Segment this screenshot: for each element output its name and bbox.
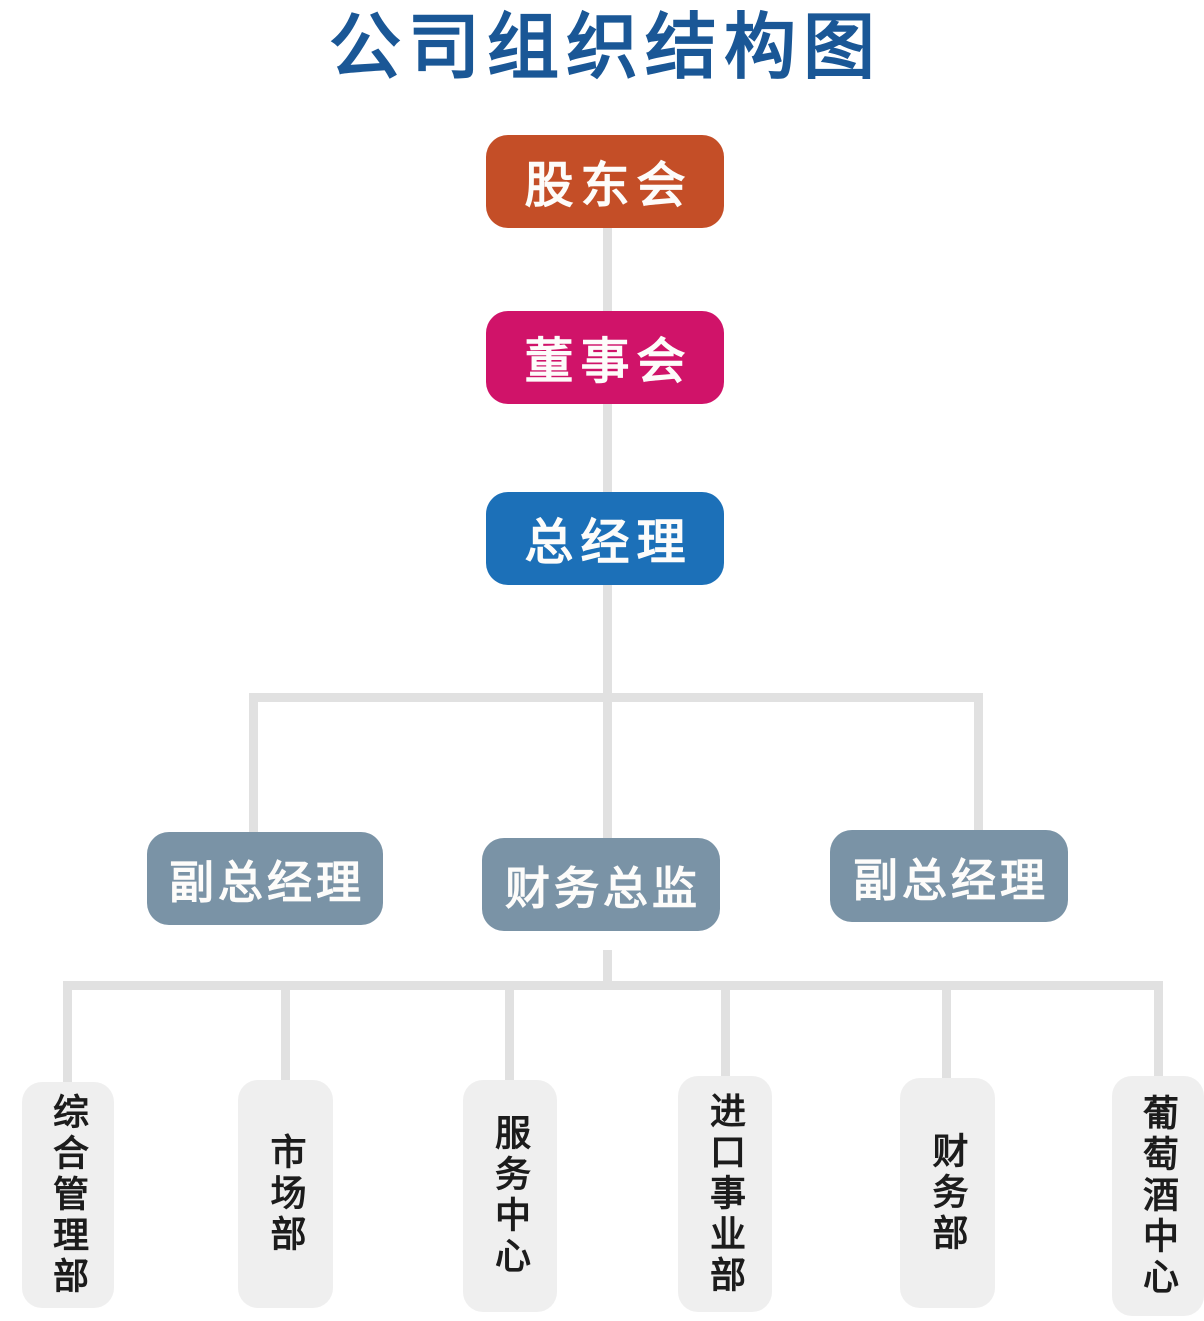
department-label: 综合管理部 (48, 1092, 89, 1298)
connector-level2-drop (281, 985, 290, 1085)
connector-level2-drop (505, 985, 514, 1085)
connector-level1-horizontal (249, 693, 983, 702)
node-department-wine-center: 葡萄酒中心 (1112, 1076, 1204, 1316)
department-label: 市场部 (265, 1132, 307, 1256)
department-label: 服务中心 (490, 1114, 531, 1278)
node-department-service-center: 服务中心 (463, 1080, 557, 1312)
node-general-manager: 总经理 (486, 492, 724, 585)
page-title: 公司组织结构图 (328, 8, 882, 88)
connector-level1-drop-left (249, 693, 258, 838)
connector-level2-drop (63, 985, 72, 1085)
node-department-import-business: 进口事业部 (678, 1076, 772, 1312)
node-finance-director: 财务总监 (482, 838, 720, 931)
node-deputy-gm-left: 副总经理 (147, 832, 383, 925)
node-shareholders: 股东会 (486, 135, 724, 228)
connector-level1-drop-right (974, 693, 983, 835)
node-deputy-gm-right: 副总经理 (830, 830, 1068, 922)
connector-level2-horizontal (63, 981, 1163, 990)
connector-level2-drop (942, 985, 951, 1085)
department-label: 进口事业部 (705, 1091, 746, 1297)
node-department-marketing: 市场部 (238, 1080, 333, 1308)
node-department-finance: 财务部 (900, 1078, 995, 1308)
connector-level2-drop (1154, 985, 1163, 1085)
connector-level2-drop (721, 985, 730, 1085)
node-department-general-admin: 综合管理部 (22, 1082, 114, 1308)
connector-level2-stub (603, 950, 612, 990)
node-board: 董事会 (486, 311, 724, 404)
department-label: 葡萄酒中心 (1138, 1093, 1179, 1299)
department-label: 财务部 (927, 1131, 969, 1255)
